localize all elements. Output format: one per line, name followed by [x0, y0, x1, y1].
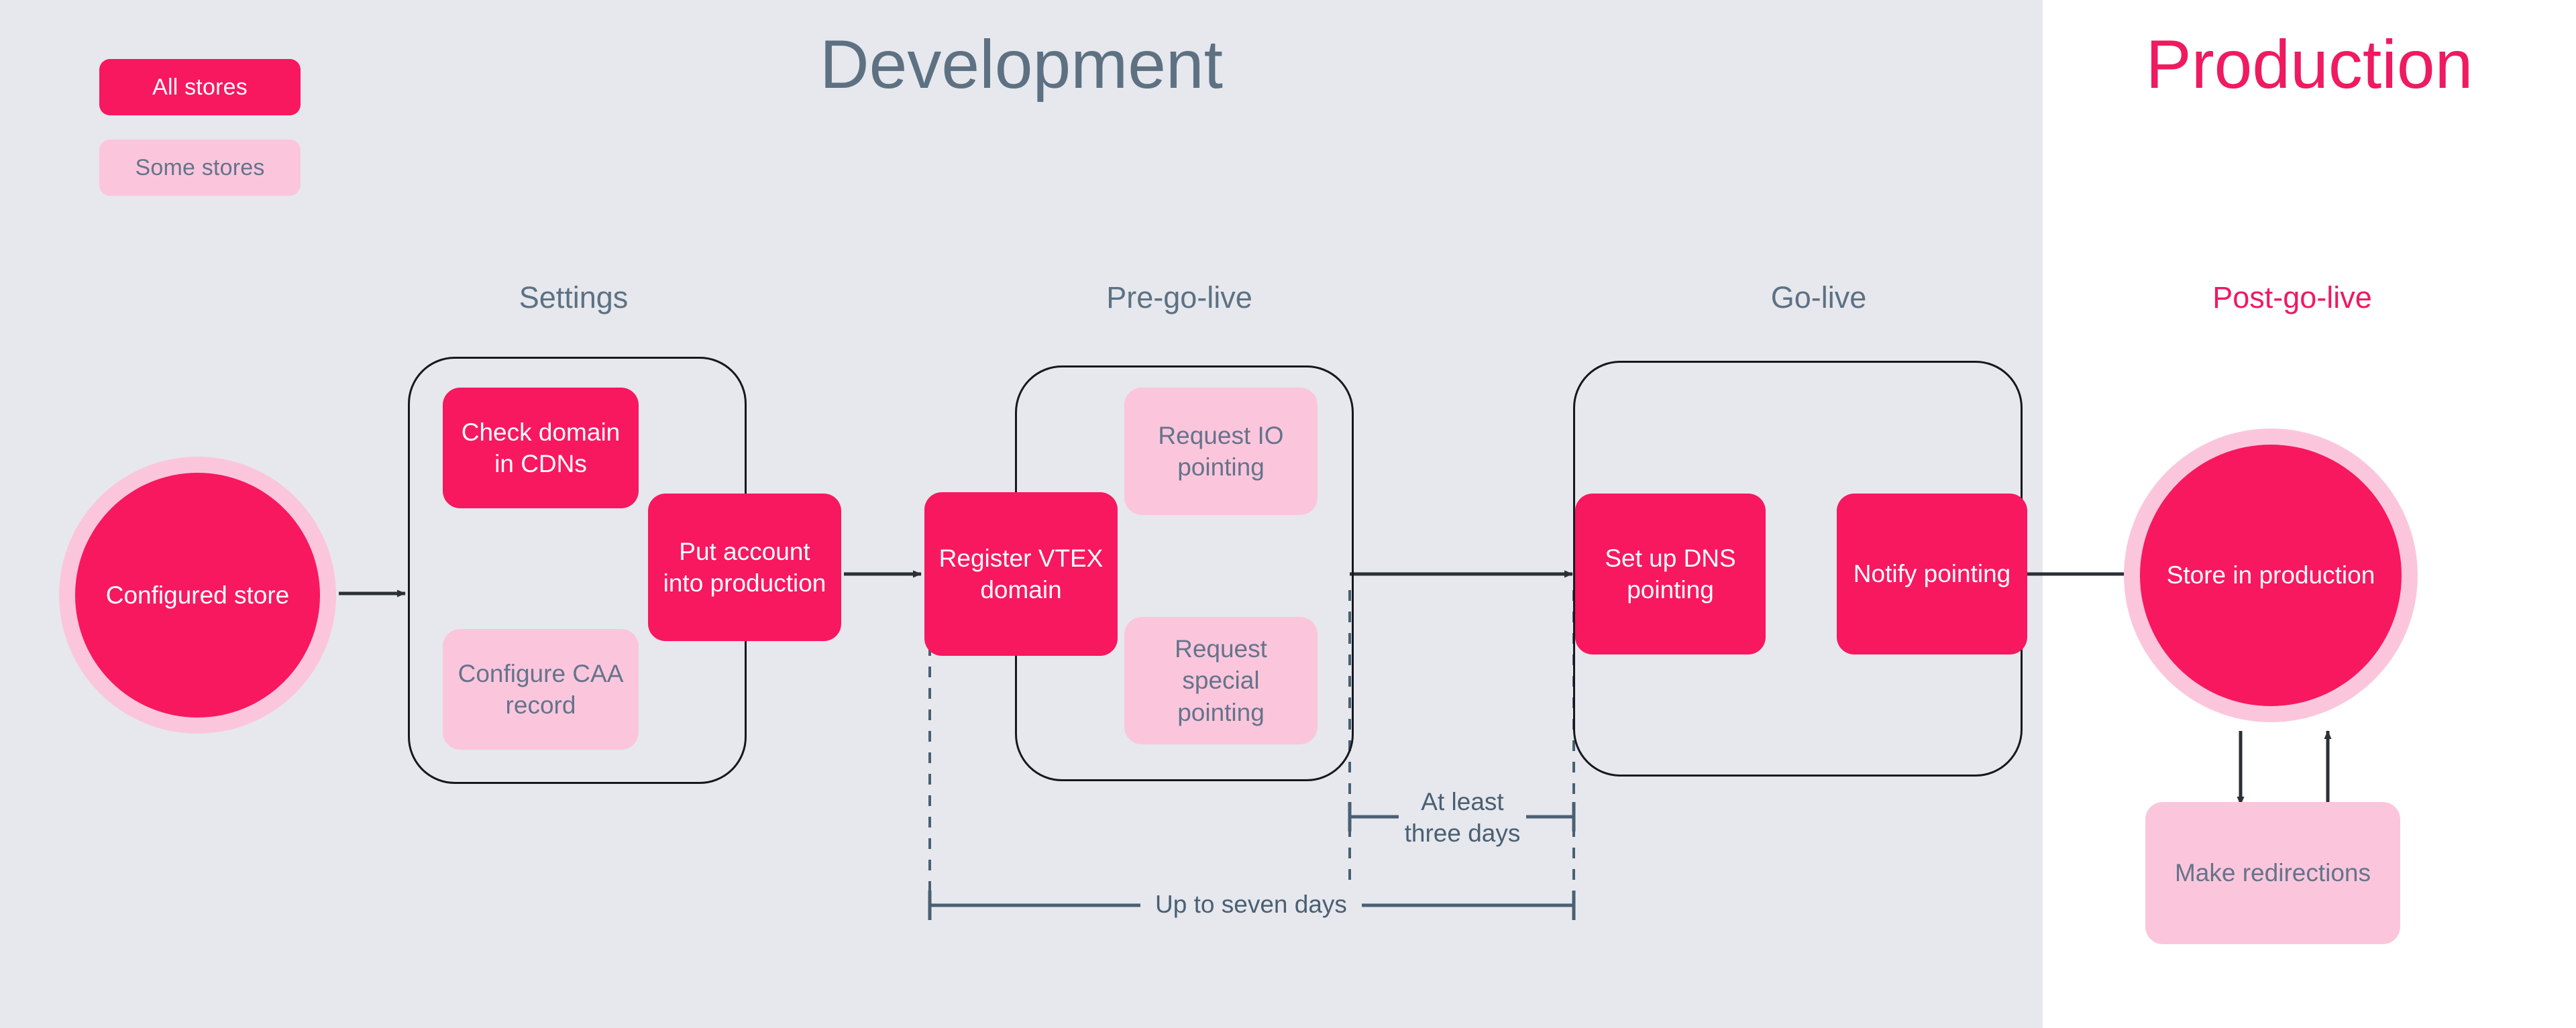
node-register-vtex-domain-label: Register VTEX domain	[938, 544, 1104, 604]
node-request-special-pointing-label: Request special pointing	[1175, 634, 1267, 726]
node-check-domain-in-cdns-label: Check domain in CDNs	[461, 418, 621, 477]
node-request-special-pointing[interactable]: Request special pointing	[1124, 617, 1318, 744]
stage-label-settings: Settings	[519, 280, 629, 315]
stage-label-go-live: Go-live	[1770, 280, 1867, 315]
node-put-account-into-production[interactable]: Put account into production	[648, 494, 841, 641]
node-set-up-dns-pointing[interactable]: Set up DNS pointing	[1575, 494, 1766, 654]
phase-title-development: Development	[820, 26, 1223, 103]
stage-label-post-go-live: Post-go-live	[2212, 280, 2372, 315]
node-set-up-dns-pointing-label: Set up DNS pointing	[1605, 544, 1736, 604]
node-check-domain-in-cdns[interactable]: Check domain in CDNs	[443, 388, 639, 508]
terminal-store-in-production[interactable]: Store in production	[2140, 445, 2402, 706]
node-register-vtex-domain[interactable]: Register VTEX domain	[924, 492, 1118, 656]
phase-title-production: Production	[2145, 26, 2473, 103]
duration-at-least-three-days: At least three days	[1399, 786, 1526, 850]
node-put-account-into-production-label: Put account into production	[663, 537, 826, 597]
node-make-redirections-label: Make redirections	[2174, 859, 2371, 887]
duration-up-to-seven-days: Up to seven days	[1140, 889, 1362, 921]
terminal-configured-store[interactable]: Configured store	[75, 473, 320, 718]
node-make-redirections[interactable]: Make redirections	[2145, 802, 2400, 944]
legend: All stores Some stores	[99, 59, 301, 196]
stage-label-pre-go-live: Pre-go-live	[1106, 280, 1252, 315]
node-notify-pointing[interactable]: Notify pointing	[1837, 494, 2027, 654]
node-request-io-pointing-label: Request IO pointing	[1158, 421, 1284, 481]
terminal-configured-store-label: Configured store	[105, 581, 290, 609]
terminal-store-in-production-label: Store in production	[2166, 561, 2375, 589]
node-request-io-pointing[interactable]: Request IO pointing	[1124, 388, 1318, 515]
legend-some-stores[interactable]: Some stores	[99, 139, 301, 196]
legend-all-stores[interactable]: All stores	[99, 59, 301, 115]
node-notify-pointing-label: Notify pointing	[1853, 560, 2011, 588]
node-configure-caa-record[interactable]: Configure CAA record	[443, 629, 639, 750]
node-configure-caa-record-label: Configure CAA record	[458, 659, 624, 719]
